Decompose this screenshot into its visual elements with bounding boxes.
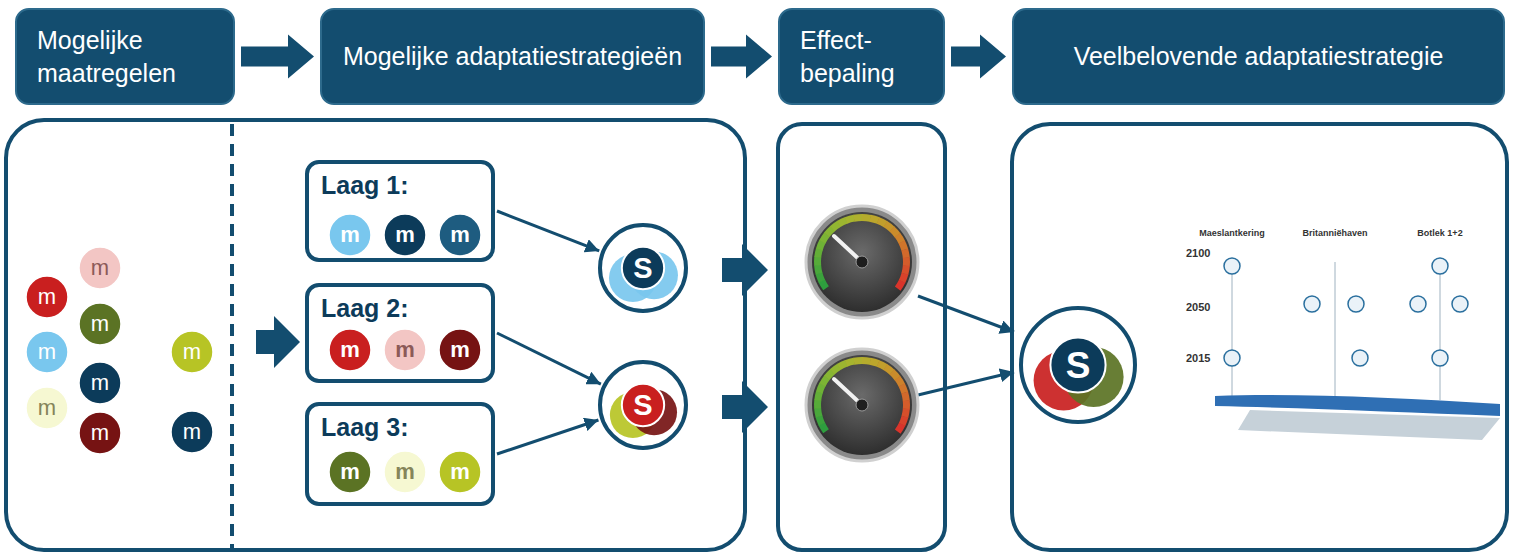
flow-arrow [711, 35, 772, 79]
flow-arrow [497, 420, 598, 454]
panel-frame [1012, 124, 1507, 550]
node-text: Mogelijke maatregelen [37, 24, 213, 89]
layer-box: Laag 2: m m m [305, 283, 495, 383]
node-text: S [633, 254, 652, 283]
strategy-circle: S [1018, 305, 1138, 425]
measure-circle: m [438, 450, 482, 494]
step-header: Mogelijke maatregelen [15, 8, 235, 105]
column-heading: Maeslantkering [1199, 228, 1265, 238]
measure-circle: m [383, 328, 427, 372]
flow-arrow [241, 35, 314, 79]
measure-circle: m [78, 411, 122, 455]
measure-circle: m [438, 328, 482, 372]
measure-circle: m [25, 275, 69, 319]
gauge-symbol [806, 206, 918, 318]
block-arrow [722, 381, 768, 433]
measure-circle: m [170, 410, 214, 454]
step-header: Effect- bepaling [778, 8, 945, 105]
node-text: Laag 2: [321, 293, 479, 323]
block-arrow [256, 316, 300, 368]
node-text: m [91, 313, 109, 335]
node-text: m [395, 224, 415, 246]
year-label: 2015 [1186, 352, 1210, 364]
measure-circle: m [328, 450, 372, 494]
node-text: S [633, 391, 652, 420]
node-text: m [38, 397, 56, 419]
node-text: m [183, 421, 201, 443]
measure-circle: m [25, 386, 69, 430]
node-text: Laag 3: [321, 412, 479, 442]
strategy-illustration [1215, 258, 1500, 440]
measure-circle: m [170, 330, 214, 374]
node-text: m [38, 286, 56, 308]
measure-circle: m [383, 450, 427, 494]
node-text: m [450, 339, 470, 361]
node-text: m [38, 341, 56, 363]
flow-line [918, 372, 1014, 395]
step-header: Mogelijke adaptatiestrategieën [320, 8, 705, 105]
node-text: m [91, 372, 109, 394]
node-text: m [395, 461, 415, 483]
measure-circle: m [25, 330, 69, 374]
measure-circle: m [78, 361, 122, 405]
measure-circle: m [78, 302, 122, 346]
strategy-circle: S [597, 222, 689, 314]
column-heading: Britanniëhaven [1302, 228, 1367, 238]
node-text: m [91, 257, 109, 279]
flow-arrow [497, 333, 601, 384]
flow-line [918, 296, 1014, 332]
node-text: Laag 1: [321, 170, 479, 200]
panel-frame [778, 124, 945, 550]
panel-frame [6, 120, 745, 550]
block-arrow [722, 244, 768, 296]
strategy-circle: S [597, 359, 689, 451]
layer-box: Laag 3: m m m [305, 402, 495, 506]
node-text: m [340, 339, 360, 361]
node-text: m [340, 224, 360, 246]
measure-circle: m [328, 328, 372, 372]
node-text: Mogelijke adaptatiestrategieën [343, 40, 682, 73]
column-heading: Botlek 1+2 [1417, 228, 1462, 238]
node-text: Effect- bepaling [800, 24, 923, 89]
node-text: m [183, 341, 201, 363]
node-text: m [450, 224, 470, 246]
measure-circle: m [438, 213, 482, 257]
node-text: m [91, 422, 109, 444]
node-text: S [1066, 347, 1091, 384]
node-text: m [340, 461, 360, 483]
flow-arrow [497, 211, 599, 251]
layer-box: Laag 1: m m m [305, 160, 495, 262]
flow-arrow [951, 35, 1006, 79]
measure-circle: m [328, 213, 372, 257]
gauge-symbol [806, 349, 918, 461]
node-text: Veelbelovende adaptatiestrategie [1074, 40, 1444, 73]
year-label: 2100 [1186, 247, 1210, 259]
dashed-divider [230, 124, 234, 548]
measure-circle: m [78, 246, 122, 290]
year-label: 2050 [1186, 301, 1210, 313]
node-text: m [395, 339, 415, 361]
measure-circle: m [383, 213, 427, 257]
step-header: Veelbelovende adaptatiestrategie [1012, 8, 1505, 105]
node-text: m [450, 461, 470, 483]
